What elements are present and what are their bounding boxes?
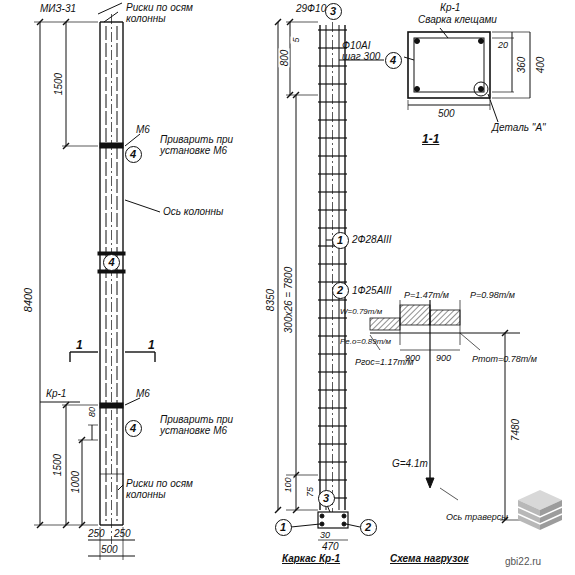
drawing-label: P=0.98т/м <box>470 290 515 301</box>
drawing-label: 30 <box>320 530 330 541</box>
drawing-label: 1 <box>148 340 155 351</box>
drawing-label: М6 <box>136 388 150 399</box>
callout-circle: 2 <box>360 519 377 536</box>
drawing-label: 250 <box>114 528 131 539</box>
drawing-label: Ф10АI шаг 300 <box>342 40 386 62</box>
drawing-label: G=4.1т <box>392 458 428 469</box>
callout-number: 4 <box>390 55 396 66</box>
callout-circle: 2 <box>332 282 349 299</box>
callout-number: 4 <box>130 149 136 160</box>
dimension-text: 7480 <box>510 418 521 442</box>
dimension-text: 1500 <box>52 453 63 477</box>
dimension-text: 75 <box>305 486 316 498</box>
drawing-label: 1Ф25АIII <box>352 285 392 296</box>
drawing-label: 2Ф28АIII <box>352 234 392 245</box>
drawing-label: 1-1 <box>422 134 439 145</box>
drawing-label: 250 <box>88 528 105 539</box>
callout-number: 4 <box>130 423 136 434</box>
callout-number: 3 <box>323 493 329 504</box>
callout-circle: 1 <box>332 232 349 249</box>
drawing-label: gbi22.ru <box>505 556 541 567</box>
dimension-text: 8350 <box>265 288 276 312</box>
dimension-text: 300х26 = 7800 <box>283 266 294 334</box>
drawing-label: 20 <box>498 40 508 51</box>
callout-circle: 3 <box>325 3 342 20</box>
callout-number: 3 <box>330 6 336 17</box>
dimension-text: 80 <box>87 406 98 418</box>
drawing-label: Ось колонны <box>163 206 223 217</box>
drawing-label: Кр-1 <box>46 388 66 399</box>
drawing-label: 470 <box>322 541 339 552</box>
drawing-label: МИЗ-31 <box>40 3 76 14</box>
drawing-label: Pe.o=0.89т/м <box>340 336 391 347</box>
callout-number: 2 <box>337 285 343 296</box>
dimension-text: 1000 <box>70 470 81 494</box>
drawing-label: Приварить при установке М6 <box>160 134 245 156</box>
drawing-label: Риски по осям колонны <box>126 478 218 500</box>
drawing-label: 900 <box>405 353 420 364</box>
callout-number: 1 <box>337 235 343 246</box>
drawing-label: 1 <box>76 340 83 351</box>
drawing-label: Деталь "А" <box>492 122 546 133</box>
drawing-label: Схема нагрузок <box>390 553 468 564</box>
dimension-text: 100 <box>283 476 294 493</box>
drawing-label: Pгос=1.17т/м <box>355 357 414 368</box>
callout-number: 4 <box>108 257 114 268</box>
drawing-label: W=0.79т/м <box>340 306 382 317</box>
drawing-label: Ось траверсы <box>446 512 508 523</box>
dimension-text: 800 <box>279 49 290 68</box>
callout-circle: 4 <box>125 146 142 163</box>
dimension-text: 400 <box>535 56 546 75</box>
callout-circle: 4 <box>385 52 402 69</box>
drawing-label: Pтот=0.78т/м <box>472 354 537 365</box>
drawing-label: 500 <box>101 544 118 555</box>
dimension-text: 360 <box>516 56 527 75</box>
drawing-label: P=1.47т/м <box>404 290 449 301</box>
dimension-text: 8400 <box>23 287 34 313</box>
drawing-label: Сварка клещами <box>418 14 497 25</box>
drawing-label: 900 <box>436 353 451 364</box>
dimension-text: 5 <box>291 36 302 43</box>
drawing-label: М6 <box>136 124 150 135</box>
drawing-label: 500 <box>438 108 455 119</box>
drawing-label: Риски по осям колонны <box>126 2 218 24</box>
callout-number: 1 <box>280 522 286 533</box>
callout-number: 2 <box>365 522 371 533</box>
callout-circle: 4 <box>103 254 120 271</box>
callout-circle: 4 <box>125 420 142 437</box>
drawing-label: Каркас Кр-1 <box>282 553 340 564</box>
drawing-label: Кр-1 <box>440 2 460 13</box>
dimension-text: 1500 <box>53 72 64 96</box>
drawing-label: Приварить при установке М6 <box>160 414 245 436</box>
callout-circle: 1 <box>275 519 292 536</box>
callout-circle: 3 <box>318 490 335 507</box>
